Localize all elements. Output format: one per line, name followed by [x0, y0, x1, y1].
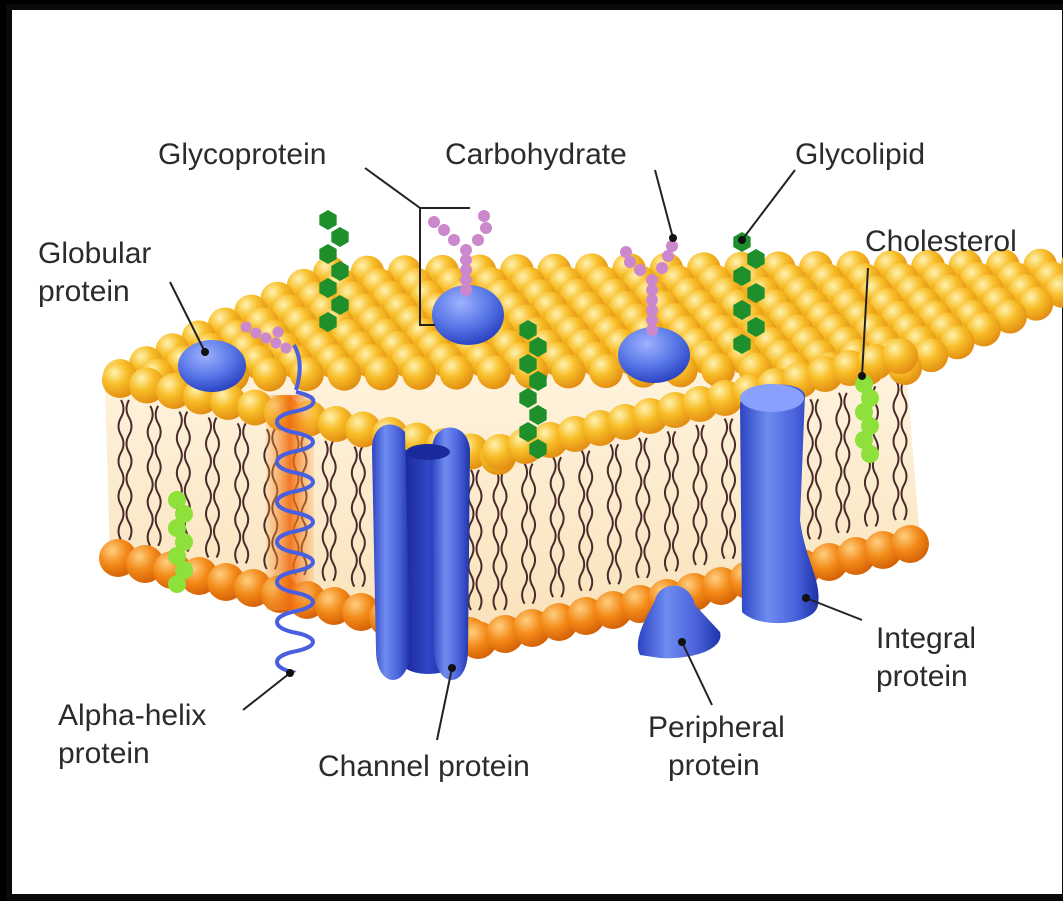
lipid-head — [439, 356, 473, 390]
lipid-head — [365, 356, 399, 390]
lipid-head — [253, 357, 287, 391]
label-glycolipid: Glycolipid — [795, 138, 925, 171]
sugar-bead — [478, 210, 490, 222]
label-globular-line1: Globular — [38, 237, 151, 270]
cholesterol-bead — [168, 575, 186, 593]
sugar-bead — [460, 244, 472, 256]
sugar-bead — [261, 333, 272, 344]
label-cholesterol: Cholesterol — [865, 225, 1017, 258]
sugar-bead — [241, 322, 252, 333]
sugar-bead — [620, 246, 632, 258]
label-alpha-helix-line1: Alpha-helix — [58, 699, 206, 732]
sugar-bead — [472, 234, 484, 246]
label-integral-line2: protein — [876, 660, 968, 693]
sugar-bead — [646, 274, 658, 286]
sugar-bead — [438, 224, 450, 236]
sugar-bead — [480, 222, 492, 234]
label-peripheral-line1: Peripheral — [648, 711, 785, 744]
lipid-head — [552, 354, 586, 388]
label-glycoprotein: Glycoprotein — [158, 138, 326, 171]
lipid-head — [882, 338, 918, 374]
label-alpha-helix-line2: protein — [58, 737, 150, 770]
label-integral-line1: Integral — [876, 622, 976, 655]
channel-protein — [372, 425, 470, 680]
lipid-head — [477, 355, 511, 389]
label-carbohydrate: Carbohydrate — [445, 138, 627, 171]
sugar-bead — [273, 327, 284, 338]
sugar-bead — [281, 343, 292, 354]
label-peripheral-line2: protein — [668, 749, 760, 782]
sugar-bead — [634, 264, 646, 276]
lipid-head — [402, 356, 436, 390]
label-channel-protein: Channel protein — [318, 750, 530, 783]
lipid-head — [891, 525, 929, 563]
sugar-bead — [251, 328, 262, 339]
lipid-head — [327, 357, 361, 391]
cholesterol-bead — [861, 445, 879, 463]
sugar-bead — [271, 338, 282, 349]
globular-protein — [178, 340, 246, 392]
sugar-bead — [428, 216, 440, 228]
label-globular-line2: protein — [38, 275, 130, 308]
sugar-bead — [656, 262, 668, 274]
lipid-head — [290, 357, 324, 391]
sugar-bead — [448, 234, 460, 246]
lipid-head — [589, 354, 623, 388]
